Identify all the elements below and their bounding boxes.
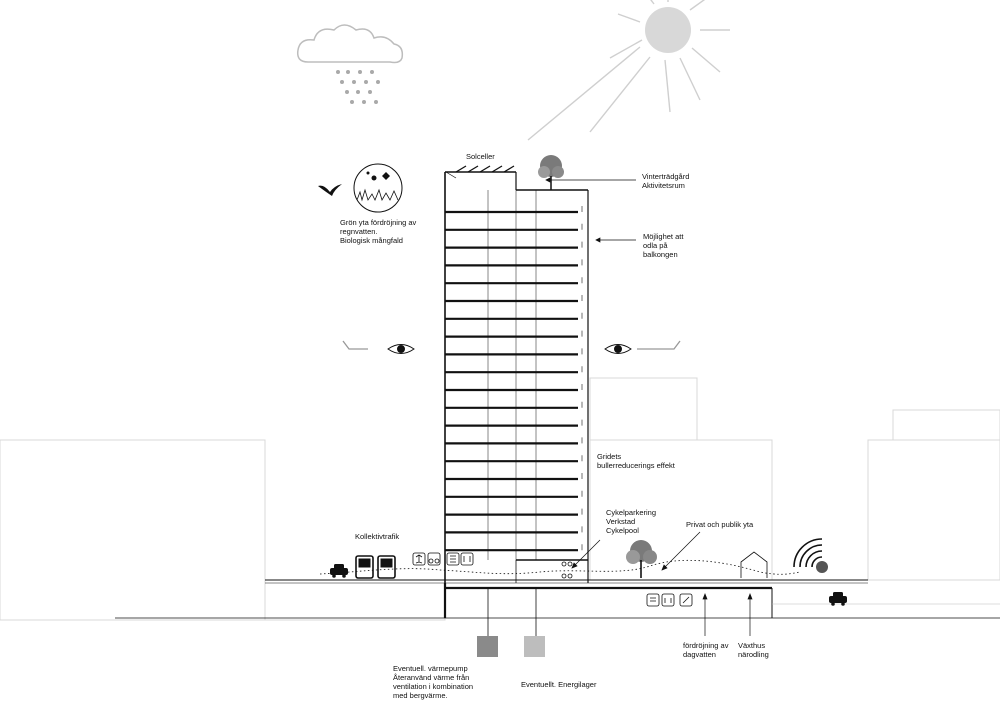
eye-icon [342, 340, 681, 354]
context-buildings [0, 377, 1000, 621]
label-gridets: Gridets bullerreducerings effekt [597, 452, 675, 470]
cloud-icon [296, 24, 404, 64]
label-kollektivtrafik: Kollektivtrafik [355, 532, 400, 541]
energy-storage-box [524, 636, 545, 657]
car-icon [330, 564, 348, 578]
label-energilager: Eventuellt. Energilager [521, 680, 597, 689]
bicycle-icon [561, 561, 573, 579]
bird-icon [318, 184, 342, 196]
label-vinterstradgard: Vinterträdgård Aktivitetsrum [642, 172, 690, 190]
solar-panel-icon [455, 165, 515, 173]
ground [115, 579, 1000, 619]
label-solceller: Solceller [466, 152, 495, 161]
bus-icon [355, 555, 396, 579]
label-varmepump: Eventuell. värmepump Återanvänd värme fr… [393, 664, 474, 700]
label-cykel: Cykelparkering Verkstad Cykelpool [606, 508, 657, 535]
rain-icon [336, 70, 380, 104]
label-fordrojning: fördröjning av dagvatten [683, 641, 729, 659]
underground-systems [477, 588, 545, 657]
sun-icon [527, 0, 730, 141]
tower [444, 171, 589, 583]
floor-slabs [445, 206, 588, 561]
greenhouse-icon [740, 551, 768, 578]
label-gron-yta: Grön yta fördröjning av regnvatten. Biol… [340, 218, 417, 245]
label-vaxthus: Växthus närodling [738, 641, 769, 659]
label-privat: Privat och publik yta [686, 520, 754, 529]
label-mojlighet: Möjlighet att odla på balkongen [643, 232, 684, 259]
heat-pump-box [477, 636, 498, 657]
tree-icon [626, 540, 657, 578]
amenity-icons [412, 552, 693, 607]
wifi-signal-icon [793, 538, 828, 573]
tree-icon [538, 155, 564, 190]
biodiversity-icon [353, 163, 403, 213]
leader-lines [445, 171, 753, 636]
car-icon [829, 592, 847, 606]
